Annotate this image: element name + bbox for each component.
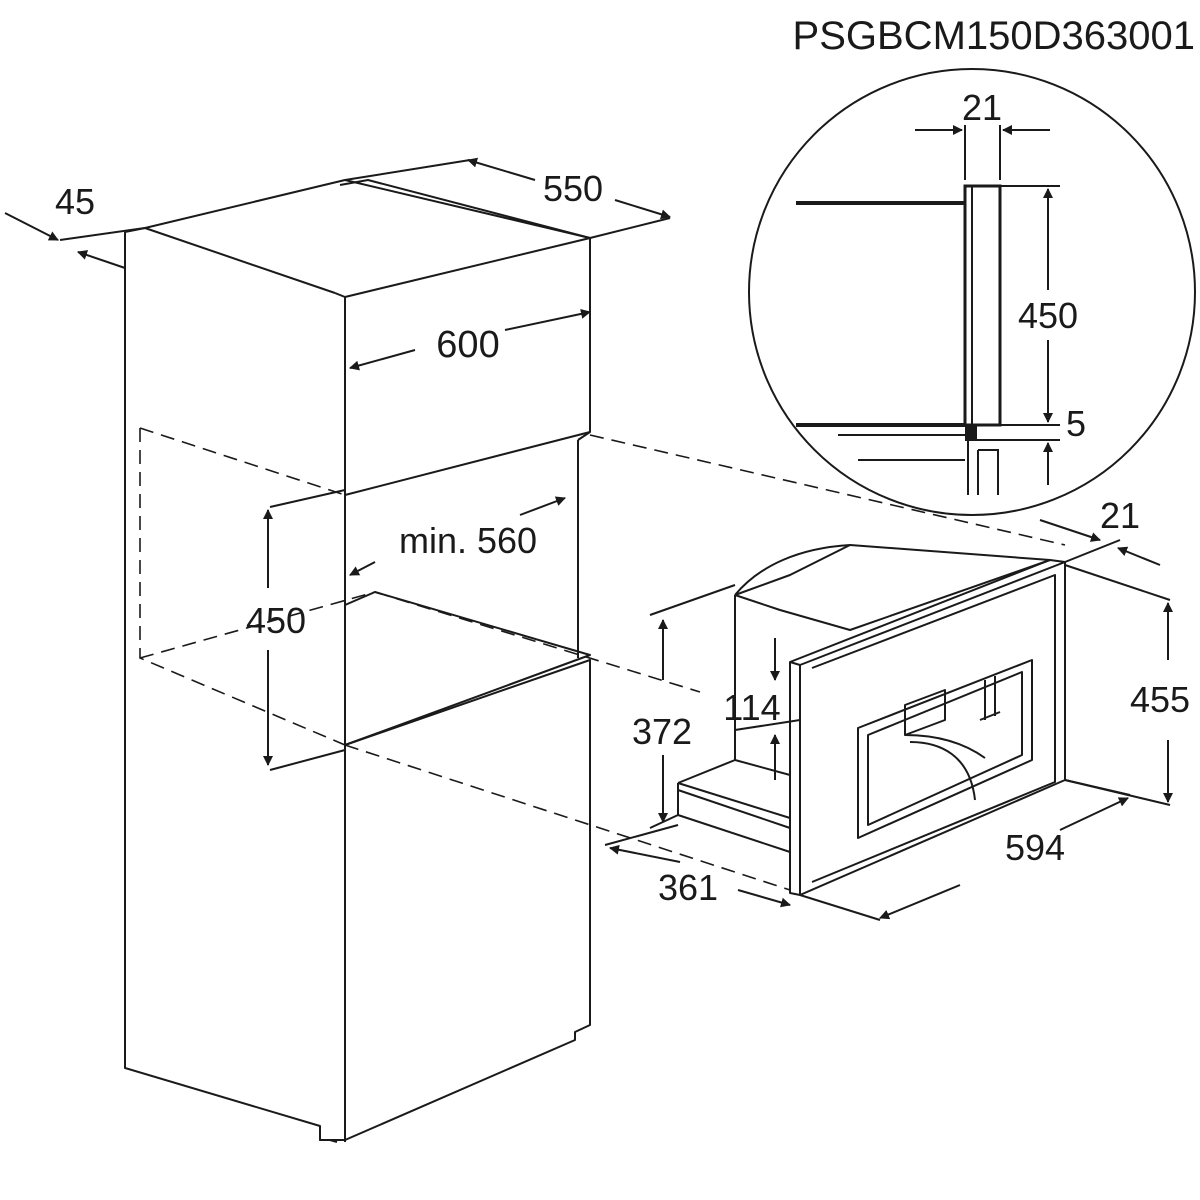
drawing-code: PSGBCM150D363001 <box>793 14 1195 58</box>
dim-top-offset: 45 <box>55 181 95 222</box>
dim-cabinet-depth: 550 <box>543 168 603 209</box>
dim-frame-depth: 21 <box>1100 495 1140 536</box>
dim-clearance: 114 <box>723 687 780 728</box>
dim-min-depth: min. 560 <box>399 520 537 561</box>
dim-cabinet-width: 600 <box>436 324 499 366</box>
appliance-dimensions <box>604 519 1173 921</box>
dim-detail-panel: 21 <box>962 87 1002 128</box>
dim-niche-height: 450 <box>246 600 306 641</box>
cabinet-hidden-lines <box>139 427 1066 891</box>
detail-view <box>748 68 1196 516</box>
dim-body-height: 372 <box>632 711 692 752</box>
dim-detail-gap: 5 <box>1066 403 1086 444</box>
dim-body-depth: 361 <box>658 867 718 908</box>
detail-circle <box>748 68 1196 516</box>
dim-appliance-width: 594 <box>1005 827 1065 868</box>
dim-detail-height: 450 <box>1018 295 1078 336</box>
dim-appliance-height: 455 <box>1130 679 1190 720</box>
cabinet-dimensions <box>4 157 671 771</box>
cabinet-outline <box>124 179 591 1143</box>
